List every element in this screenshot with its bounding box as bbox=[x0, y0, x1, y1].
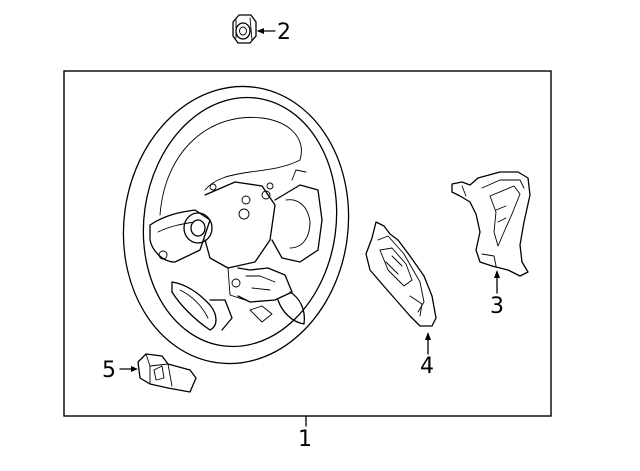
callout-2-label: 2 bbox=[277, 20, 291, 45]
callout-3-leader bbox=[494, 270, 500, 294]
callout-5-leader bbox=[119, 366, 138, 372]
left-switch-part bbox=[365, 221, 437, 327]
callout-4-leader bbox=[425, 332, 431, 355]
nut-part bbox=[232, 14, 257, 44]
callout-2-leader bbox=[257, 28, 276, 34]
callout-1-label: 1 bbox=[298, 427, 312, 452]
assembly-frame bbox=[63, 70, 552, 417]
callout-3-label: 3 bbox=[490, 294, 504, 319]
steering-wheel-part bbox=[122, 85, 350, 365]
callout-4-label: 4 bbox=[420, 354, 434, 379]
connector-part bbox=[137, 353, 197, 393]
callout-5-label: 5 bbox=[102, 358, 116, 383]
right-switch-part bbox=[451, 171, 531, 277]
